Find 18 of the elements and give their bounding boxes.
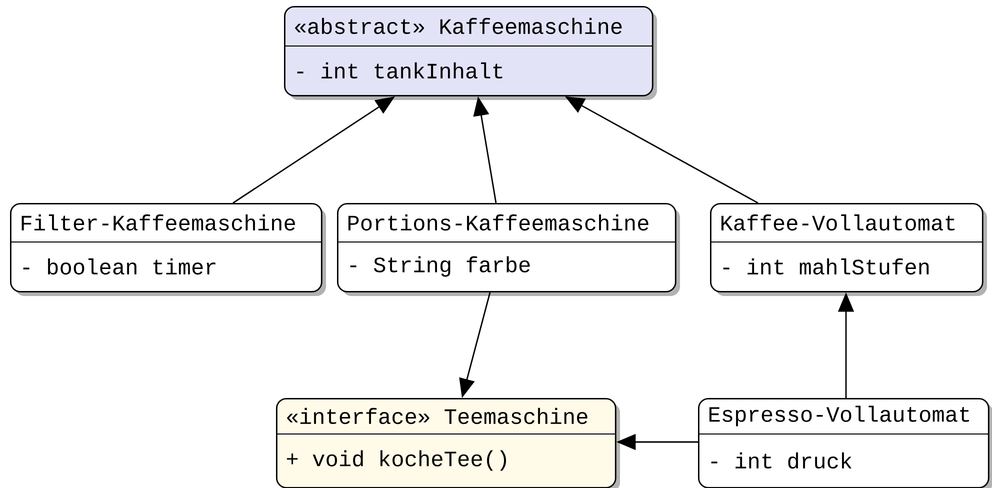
class-name: «interface» Teemaschine [287, 408, 588, 424]
class-box [710, 203, 987, 296]
attribute-text: - String farbe [350, 256, 530, 277]
attribute-text: - boolean timer [23, 258, 216, 275]
class-box [284, 6, 657, 100]
attribute-text: + void kocheTee() [286, 450, 506, 471]
class-name: Portions-Kaffeemaschine [348, 214, 648, 231]
class-box [276, 398, 620, 488]
class-box [337, 203, 680, 296]
class-name: Espresso-Vollautomat [709, 406, 969, 426]
attribute-text: - int mahlStufen [723, 258, 929, 275]
attribute-text: - int tankInhalt [297, 62, 502, 79]
class-box [698, 398, 992, 488]
class-name: Filter-Kaffeemaschine [22, 214, 295, 231]
attribute-text: - int druck [711, 452, 852, 469]
class-box [10, 203, 326, 296]
class-name: «abstract» Kaffeemaschine [295, 18, 622, 34]
class-name: Kaffee-Vollautomat [721, 214, 955, 231]
